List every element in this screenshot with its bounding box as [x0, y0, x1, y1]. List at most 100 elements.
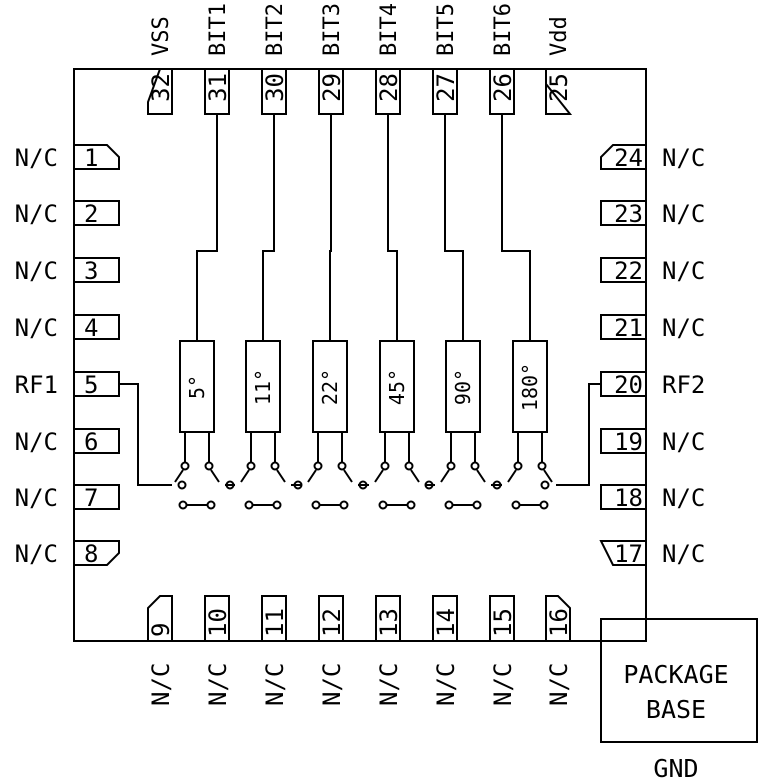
switch-arm: [174, 469, 184, 483]
phase-bit-label: 90°: [451, 369, 475, 405]
switch-arm: [507, 469, 517, 483]
phase-bit-box: [312, 340, 348, 433]
pin-pad-right: [600, 484, 646, 510]
pin-pad-left: [74, 200, 120, 226]
pin-number-top: 27: [432, 73, 460, 102]
phase-bit-box: [179, 340, 215, 433]
rf1-trace: [119, 383, 172, 486]
switch-contact: [470, 461, 480, 471]
pin-pad-left: [74, 257, 120, 283]
pin-label-left: N/C: [15, 257, 58, 285]
switch-arm: [476, 469, 486, 483]
pin-number-left: 7: [84, 484, 98, 512]
pin-label-right: N/C: [662, 484, 705, 512]
phase-bit-box: [445, 340, 481, 433]
pin-pad-right: [600, 200, 646, 226]
pin-pad-bottom: [318, 595, 344, 641]
switch-contact: [272, 500, 282, 510]
pin-number-right: 19: [614, 428, 643, 456]
pin-label-top: BIT1: [206, 3, 231, 56]
pin-label-bottom: N/C: [432, 663, 460, 706]
pin-label-bottom: N/C: [318, 663, 346, 706]
switch-contact: [177, 480, 187, 490]
switch-contact: [339, 500, 349, 510]
pin-label-right: N/C: [662, 144, 705, 172]
pin-pad-left: [74, 540, 120, 566]
pin-label-top: BIT5: [434, 3, 459, 56]
switch-contact: [444, 500, 454, 510]
pin-number-bottom: 12: [318, 608, 346, 637]
pin-number-left: 8: [84, 540, 98, 568]
pin-label-top: Vdd: [547, 16, 572, 56]
pin-number-right: 23: [614, 200, 643, 228]
control-line: [196, 114, 218, 341]
pin-number-left: 3: [84, 257, 98, 285]
control-line: [262, 114, 275, 341]
pin-label-top: BIT3: [320, 3, 345, 56]
pin-number-bottom: 10: [204, 608, 232, 637]
pin-number-left: 6: [84, 428, 98, 456]
phase-bit-label: 180°: [518, 363, 542, 411]
phase-bit-label: 45°: [385, 369, 409, 405]
switch-arm: [374, 469, 384, 483]
switch-contact: [313, 461, 323, 471]
switch-contact: [380, 461, 390, 471]
pin-number-right: 21: [614, 314, 643, 342]
pin-number-left: 2: [84, 200, 98, 228]
pin-label-right: N/C: [662, 257, 705, 285]
pin-number-top: 26: [489, 73, 517, 102]
pin-label-left: N/C: [15, 484, 58, 512]
switch-arm: [543, 469, 553, 483]
pin-pad-bottom: [432, 595, 458, 641]
switch-contact: [539, 500, 549, 510]
phase-bit-label: 22°: [318, 369, 342, 405]
pin-label-bottom: N/C: [489, 663, 517, 706]
pin-label-right: N/C: [662, 540, 705, 568]
switch-contact: [540, 480, 550, 490]
pin-pad-left: [74, 484, 120, 510]
pin-pad-right: [600, 314, 646, 340]
pin-pad-bottom: [204, 595, 230, 641]
pin-number-left: 5: [84, 371, 98, 399]
pin-number-left: 4: [84, 314, 98, 342]
pin-number-top: 30: [261, 73, 289, 102]
package-base-line2: BASE: [646, 695, 706, 724]
switch-contact: [270, 461, 280, 471]
pin-label-left: RF1: [15, 371, 58, 399]
switch-contact: [472, 500, 482, 510]
control-line: [387, 114, 398, 341]
pin-pad-left: [74, 144, 120, 170]
control-line: [444, 114, 464, 341]
pin-number-bottom: 13: [375, 608, 403, 637]
switch-contact: [311, 500, 321, 510]
phase-bit-box: [245, 340, 281, 433]
switch-contact: [406, 500, 416, 510]
rf2-trace: [556, 383, 601, 486]
pin-number-top: 31: [204, 73, 232, 102]
pin-number-right: 20: [614, 371, 643, 399]
phase-bit-label: 11°: [251, 369, 275, 405]
pin-label-left: N/C: [15, 428, 58, 456]
pin-pad-bottom: [261, 595, 287, 641]
phase-bit-label: 5°: [185, 375, 209, 399]
switch-contact: [206, 500, 216, 510]
pin-label-right: RF2: [662, 371, 705, 399]
switch-contact: [180, 461, 190, 471]
pin-label-top: BIT2: [263, 3, 288, 56]
pin-label-right: N/C: [662, 314, 705, 342]
pin-number-right: 18: [614, 484, 643, 512]
pin-pad-top: [147, 68, 173, 115]
pin-pad-bottom: [545, 595, 571, 641]
pin-label-bottom: N/C: [375, 663, 403, 706]
switch-contact: [537, 461, 547, 471]
switch-arm: [240, 469, 250, 483]
pin-pad-right: [600, 144, 646, 170]
switch-arm: [307, 469, 317, 483]
pin-label-right: N/C: [662, 200, 705, 228]
switch-contact: [246, 461, 256, 471]
pin-number-top: 29: [318, 73, 346, 102]
pin-number-right: 24: [614, 144, 643, 172]
switch-contact: [337, 461, 347, 471]
gnd-label: GND: [653, 754, 698, 781]
